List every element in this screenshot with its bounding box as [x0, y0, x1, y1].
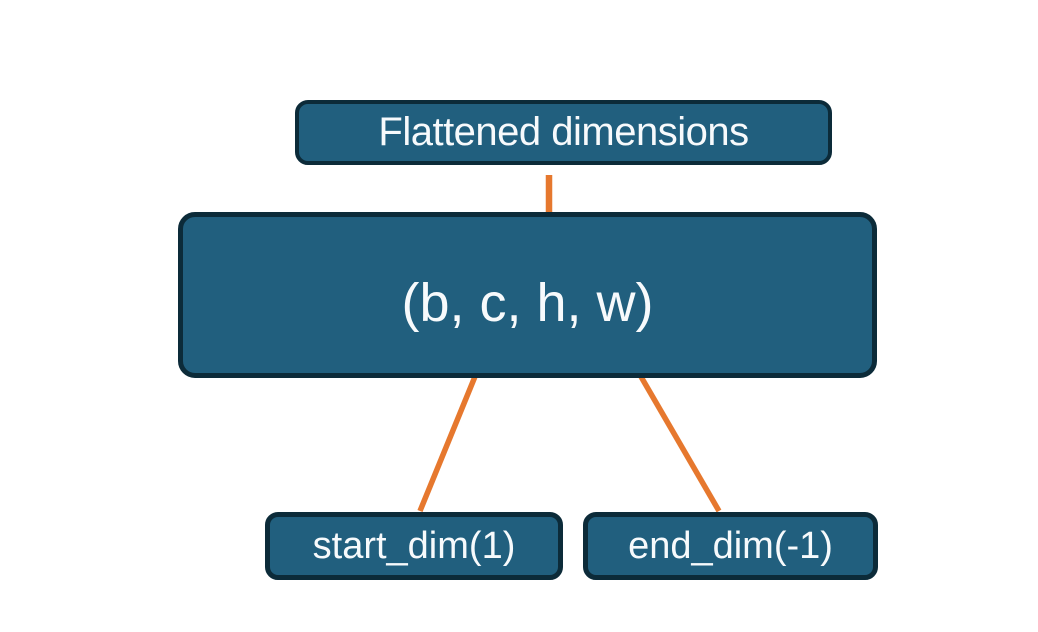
- tensor-shape-label: (b, c, h, w): [401, 273, 654, 333]
- end-dim-box: end_dim(-1): [583, 512, 878, 580]
- start-dim-label: start_dim(1): [312, 524, 516, 567]
- start-dim-box: start_dim(1): [265, 512, 563, 580]
- flattened-dimensions-label: Flattened dimensions: [378, 110, 749, 154]
- end-dim-label: end_dim(-1): [628, 524, 833, 567]
- flattened-dimensions-box: Flattened dimensions: [295, 100, 832, 165]
- tensor-shape-box: (b, c, h, w): [178, 212, 877, 378]
